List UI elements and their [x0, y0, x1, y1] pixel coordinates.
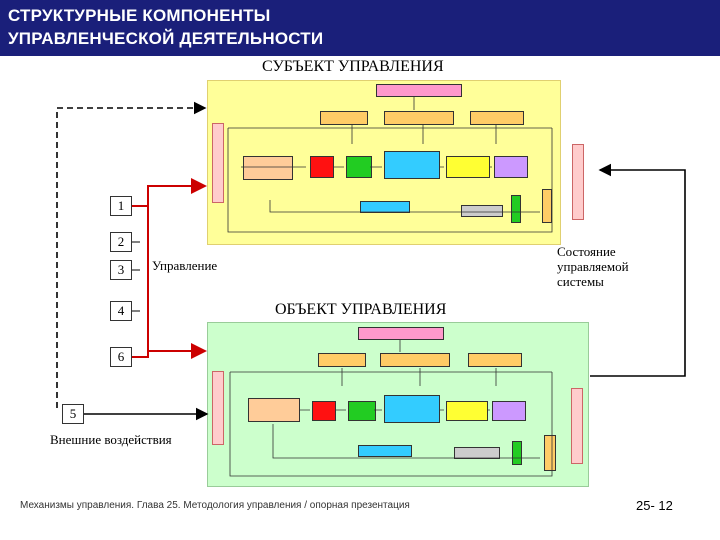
- object-box-purple: [492, 401, 526, 421]
- object-box-bottom-orange: [544, 435, 556, 471]
- object-box-green: [348, 401, 376, 421]
- object-title: ОБЪЕКТ УПРАВЛЕНИЯ: [275, 301, 447, 318]
- header-title-line-2: УПРАВЛЕНЧЕСКОЙ ДЕЯТЕЛЬНОСТИ: [8, 29, 324, 48]
- subject-panel: [207, 80, 561, 245]
- step-box-3: 3: [110, 260, 132, 280]
- object-box-1: [318, 353, 366, 367]
- subject-box-cyan: [384, 151, 440, 179]
- object-box-bottom-cyan: [358, 445, 412, 457]
- subject-box-bottom-green: [511, 195, 521, 223]
- subject-box-bottom-gray: [461, 205, 503, 217]
- object-box-input: [248, 398, 300, 422]
- slide-header: СТРУКТУРНЫЕ КОМПОНЕНТЫ УПРАВЛЕНЧЕСКОЙ ДЕ…: [0, 0, 720, 56]
- object-panel: [207, 322, 589, 487]
- object-box-bottom-gray: [454, 447, 500, 459]
- footer-caption: Механизмы управления. Глава 25. Методоло…: [20, 500, 410, 511]
- step-box-4: 4: [110, 301, 132, 321]
- state-label: Состояние управляемой системы: [557, 244, 629, 289]
- external-influence-label: Внешние воздействия: [50, 432, 172, 447]
- object-box-bottom-green: [512, 441, 522, 465]
- dashed-feedback-arrow: [56, 101, 207, 408]
- subject-box-3: [470, 111, 524, 125]
- subject-box-purple: [494, 156, 528, 178]
- step-box-2: 2: [110, 232, 132, 252]
- state-feedback-arrow: [590, 163, 686, 377]
- object-box-2: [380, 353, 450, 367]
- subject-box-1: [320, 111, 368, 125]
- object-box-yellow: [446, 401, 488, 421]
- step-box-1: 1: [110, 196, 132, 216]
- object-box-3: [468, 353, 522, 367]
- subject-box-2: [384, 111, 454, 125]
- object-right-vertical-label: [571, 388, 583, 464]
- subject-box-input: [243, 156, 293, 180]
- step-box-6: 6: [110, 347, 132, 367]
- subject-right-vertical-label: [572, 144, 584, 220]
- red-line-connector: [132, 186, 149, 358]
- header-title-line-1: СТРУКТУРНЫЕ КОМПОНЕНТЫ: [8, 6, 271, 25]
- object-box-cyan: [384, 395, 440, 423]
- subject-title: СУБЪЕКТ УПРАВЛЕНИЯ: [262, 58, 444, 75]
- subject-box-bottom-orange: [542, 189, 552, 223]
- object-box-red: [312, 401, 336, 421]
- control-label: Управление: [152, 258, 218, 273]
- subject-box-yellow: [446, 156, 490, 178]
- box-ticks: [132, 241, 140, 312]
- subject-top-box: [376, 84, 462, 97]
- object-top-box: [358, 327, 444, 340]
- subject-box-bottom-cyan: [360, 201, 410, 213]
- page-number: 25- 12: [636, 498, 673, 513]
- step-box-5: 5: [62, 404, 84, 424]
- red-arrow-subject: [132, 178, 207, 207]
